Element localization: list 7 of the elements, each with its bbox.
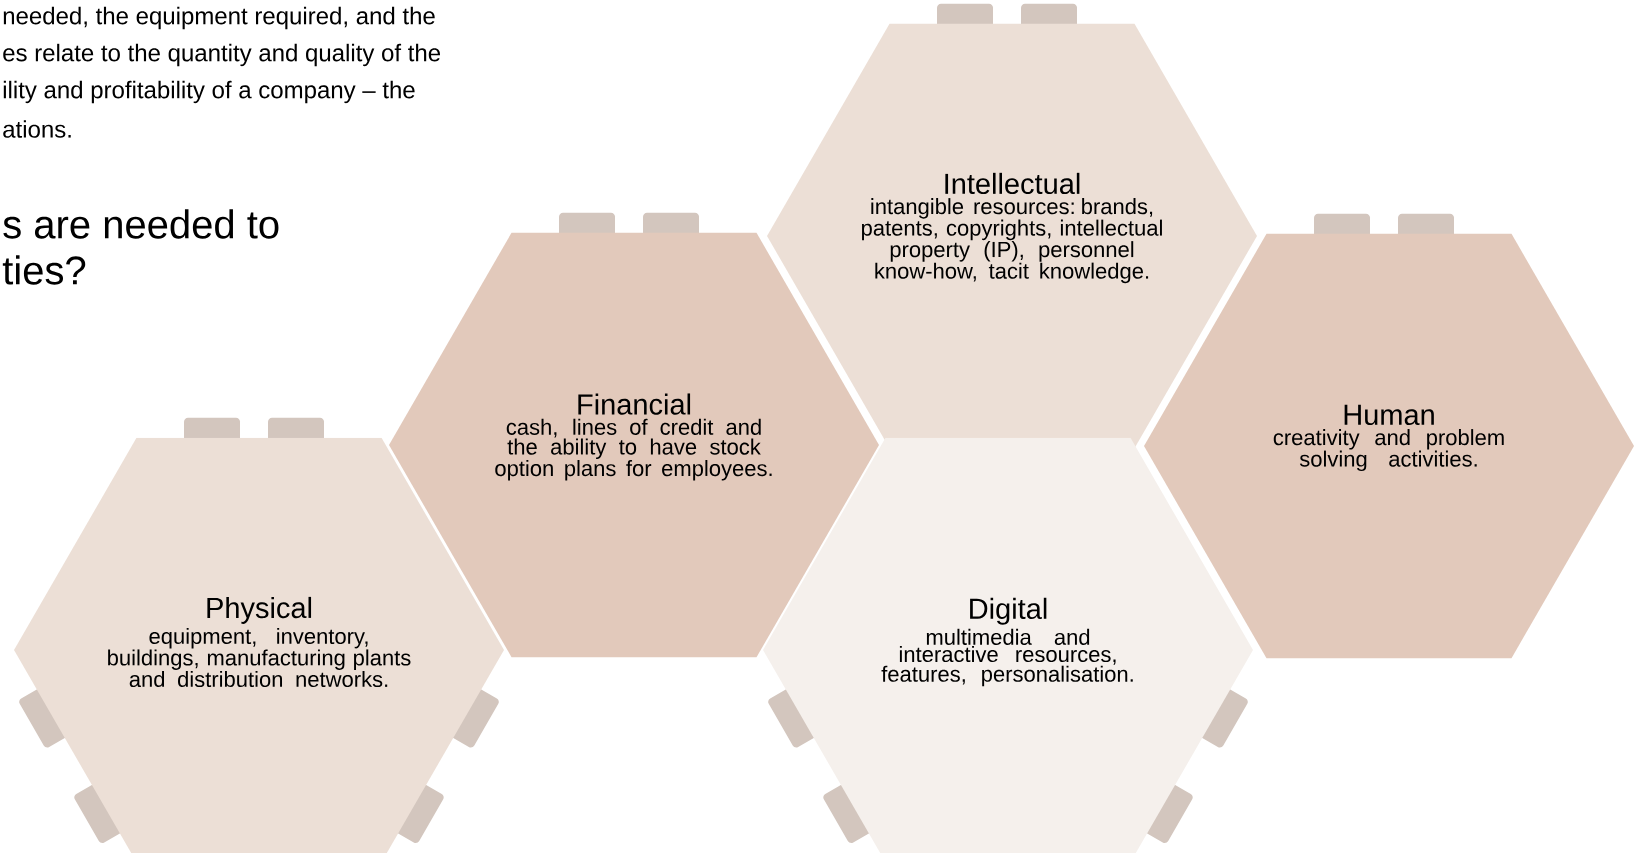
heading-line: ties?	[2, 255, 86, 285]
paragraph-line: needed, the equipment required, and the	[3, 6, 435, 30]
paragraph-line: es relate to the quantity and quality of the	[3, 43, 441, 67]
heading-line: s are needed to	[3, 209, 279, 239]
paragraph-line: ations.	[3, 120, 71, 138]
paragraph-line: ility and profitability of a company – the	[3, 80, 415, 104]
hexagon-card: Intellectual intangible resources: brands, patents, copyrights, intellectual property (IP), personnel know-how, tacit knowledge.	[767, 23, 1257, 449]
